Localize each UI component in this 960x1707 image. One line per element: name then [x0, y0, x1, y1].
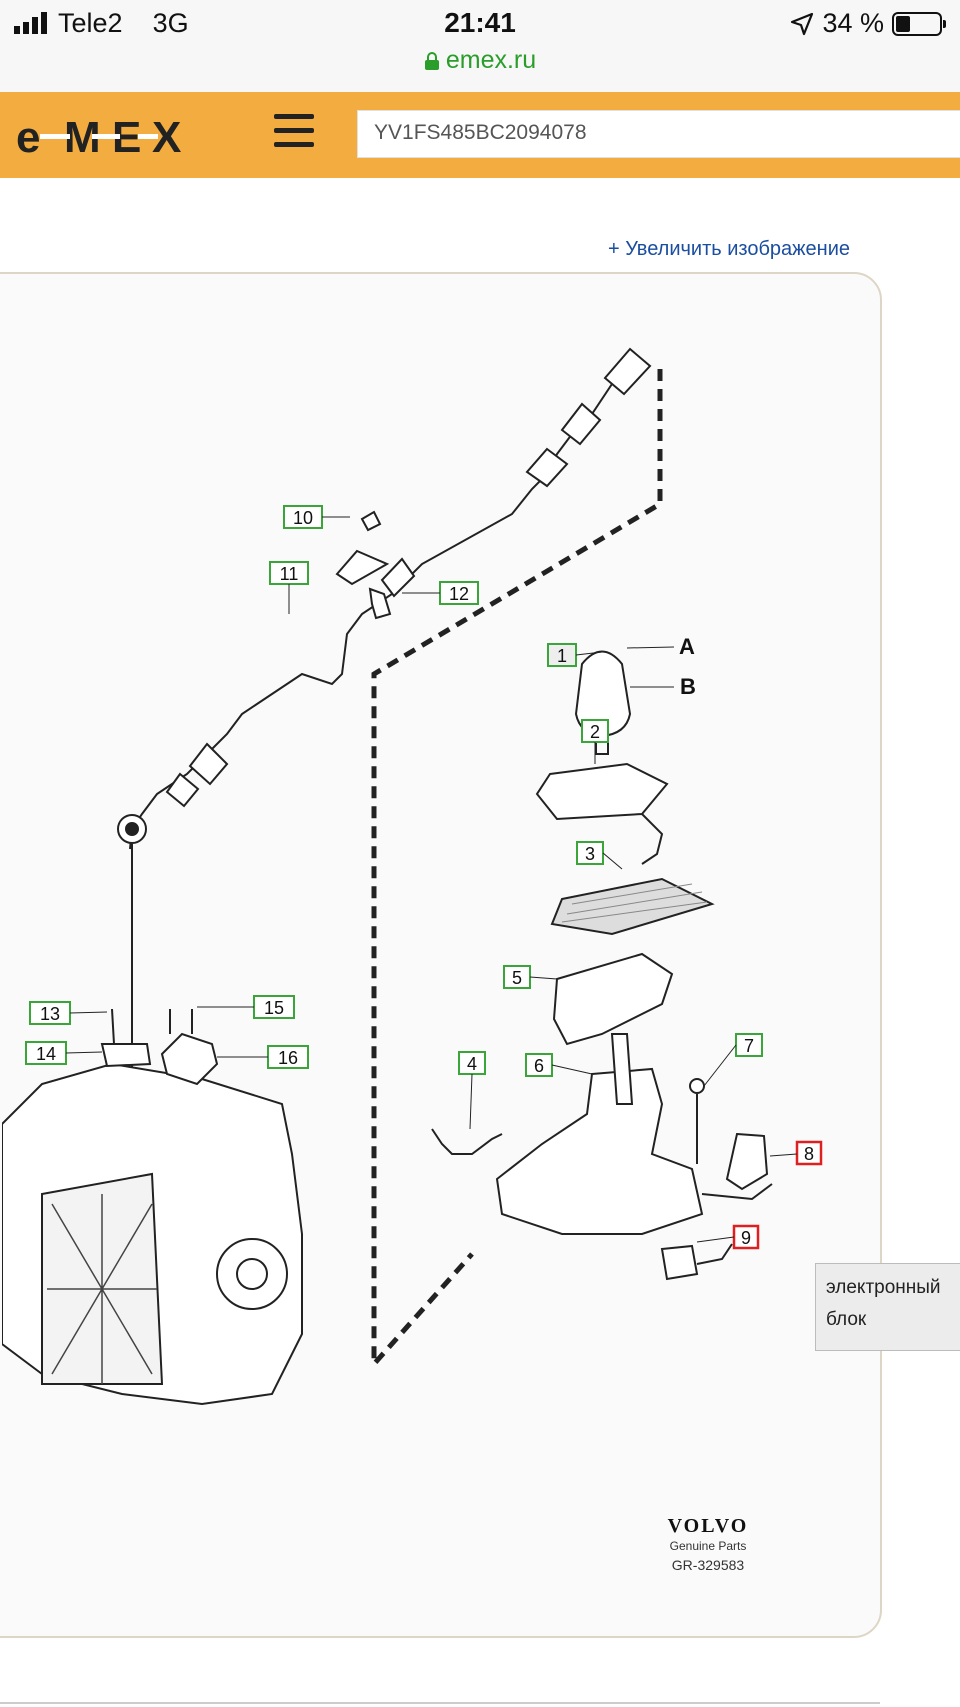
- parts-diagram-svg: 10 11 12 1 A B: [2, 347, 823, 1573]
- letter-a: A: [679, 634, 695, 659]
- carrier-name: Tele2: [58, 8, 123, 38]
- network-type: 3G: [152, 8, 189, 38]
- volvo-genuine-parts-mark: VOLVO Genuine Parts GR-329583: [668, 1515, 749, 1573]
- svg-text:1: 1: [557, 646, 567, 666]
- svg-text:14: 14: [36, 1044, 56, 1064]
- svg-text:5: 5: [512, 968, 522, 988]
- svg-text:6: 6: [534, 1056, 544, 1076]
- battery-percent: 34 %: [822, 8, 884, 38]
- callout-labels: 10 11 12 1 A B: [25, 505, 823, 1250]
- status-bar: Tele2 3G 21:41 34 % emex.ru: [0, 0, 960, 92]
- callout-11[interactable]: 11: [269, 561, 309, 614]
- site-header: e M E X YV1FS485BC2094078: [0, 92, 960, 178]
- svg-text:VOLVO: VOLVO: [668, 1515, 749, 1537]
- battery-icon: [892, 11, 946, 36]
- divider: [0, 1702, 880, 1704]
- callout-5[interactable]: 5: [503, 965, 558, 989]
- callout-16[interactable]: 16: [217, 1045, 309, 1069]
- callout-8[interactable]: 8: [769, 1140, 823, 1166]
- svg-text:GR-329583: GR-329583: [672, 1557, 745, 1573]
- callout-9[interactable]: 9: [696, 1224, 760, 1250]
- svg-text:9: 9: [741, 1228, 751, 1248]
- callout-1[interactable]: 1: [547, 643, 603, 667]
- letter-b: B: [680, 674, 696, 699]
- svg-text:Genuine Parts: Genuine Parts: [670, 1539, 747, 1553]
- part-tooltip: электронный блок: [815, 1263, 960, 1351]
- vin-search-input[interactable]: YV1FS485BC2094078: [357, 110, 960, 158]
- emex-logo[interactable]: e M E X: [16, 110, 196, 171]
- enlarge-image-link[interactable]: + Увеличить изображение: [607, 238, 850, 260]
- hamburger-menu-icon[interactable]: [274, 114, 314, 154]
- clock: 21:41: [444, 7, 516, 38]
- signal-icon: [14, 12, 47, 34]
- svg-text:12: 12: [449, 584, 469, 604]
- callout-12[interactable]: 12: [402, 581, 479, 605]
- callout-2[interactable]: 2: [581, 719, 609, 764]
- callout-14[interactable]: 14: [25, 1041, 103, 1065]
- svg-text:4: 4: [467, 1054, 477, 1074]
- svg-text:2: 2: [590, 722, 600, 742]
- svg-text:7: 7: [744, 1036, 754, 1056]
- location-arrow-icon: [791, 12, 814, 35]
- callout-3[interactable]: 3: [576, 841, 623, 870]
- callout-4[interactable]: 4: [458, 1051, 486, 1130]
- parts-diagram: 10 11 12 1 A B: [0, 272, 882, 1638]
- svg-text:11: 11: [280, 564, 299, 584]
- url-text: emex.ru: [445, 46, 537, 74]
- svg-text:e: e: [16, 113, 44, 160]
- callout-15[interactable]: 15: [197, 995, 295, 1019]
- svg-text:13: 13: [40, 1004, 60, 1024]
- svg-text:16: 16: [278, 1048, 298, 1068]
- lock-icon: [424, 52, 439, 70]
- callout-13[interactable]: 13: [29, 1001, 108, 1025]
- address-bar[interactable]: emex.ru: [0, 46, 960, 75]
- emex-logo-mark: e M E X: [16, 113, 181, 162]
- svg-text:8: 8: [804, 1144, 814, 1164]
- callout-7[interactable]: 7: [703, 1033, 763, 1087]
- svg-text:15: 15: [264, 998, 284, 1018]
- callout-10[interactable]: 10: [283, 505, 350, 529]
- callout-6[interactable]: 6: [525, 1053, 593, 1077]
- svg-text:10: 10: [293, 508, 313, 528]
- svg-text:3: 3: [585, 844, 595, 864]
